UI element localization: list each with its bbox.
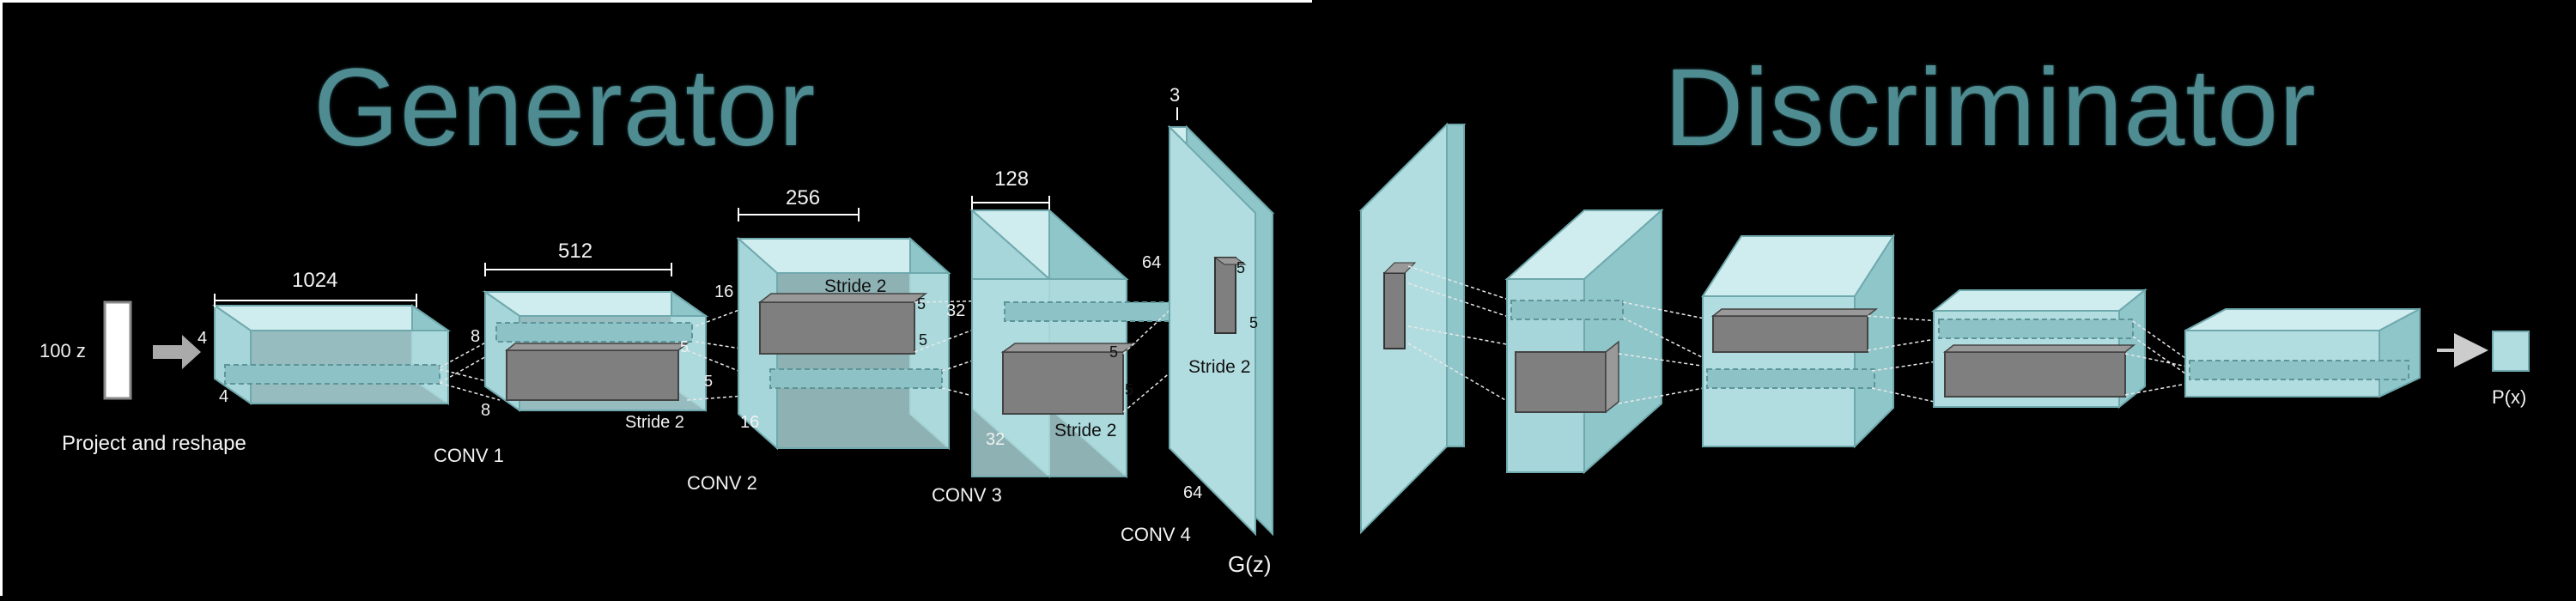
disc-input-image [1358,122,1467,535]
project-arrow-icon [153,335,201,369]
generator-title: Generator [313,46,817,169]
gen-output-label: G(z) [1228,551,1272,577]
disc-output-unit [2492,331,2530,372]
gen1-width-label: 1024 [292,269,337,292]
gen-volume-2 [482,290,709,412]
z-vector [103,300,132,400]
gen4-kernel-1: 5 [1109,343,1118,361]
gen-volume-4 [969,208,1177,479]
gen3-side-b: 16 [740,413,759,432]
generator-frame [0,0,1312,596]
gen3-conv-label: CONV 2 [687,472,757,494]
gen5-side-a: 64 [1142,253,1161,272]
disc-volume-4 [2184,307,2421,398]
gen3-kernel-2: 5 [919,331,927,349]
gen3-width-label: 256 [786,186,820,209]
gen-output-image [1167,124,1275,537]
gen4-side-a: 32 [946,301,965,320]
gen5-kernel-2: 5 [1249,314,1258,331]
disc-volume-1 [1504,208,1664,475]
disc-volume-3 [1931,288,2148,410]
project-label: Project and reshape [62,432,246,455]
discriminator-title: Discriminator [1664,46,2317,169]
gen4-side-b: 32 [986,430,1005,449]
gen2-side-a: 8 [471,327,480,346]
gen5-kernel-1: 5 [1236,259,1245,276]
gen5-width-label: 3 [1170,84,1180,106]
z-label: 100 z [39,340,86,361]
gen4-stride: Stride 2 [1054,421,1116,440]
gen2-width-label: 512 [558,240,592,263]
gen2-stride: Stride 2 [625,413,684,432]
gen4-kernel-2: 5 [1125,381,1133,398]
gen5-conv-label: CONV 4 [1121,524,1191,545]
gen-volume-1 [211,304,452,405]
gen3-kernel-1: 5 [917,295,926,313]
gen2-conv-label: CONV 1 [434,445,504,466]
disc-connector-3 [1867,315,1943,404]
disc-connector-4 [2124,320,2192,396]
gen2-kernel-1: 5 [680,338,689,355]
gen1-side-b: 4 [219,387,228,406]
gen5-stride: Stride 2 [1188,357,1250,377]
gen3-side-a: 16 [714,282,733,301]
disc-output-label: P(x) [2492,386,2526,408]
gen4-conv-label: CONV 3 [932,484,1002,506]
gen5-side-b: 64 [1183,483,1202,502]
disc-connector-1 [1407,265,1512,404]
gen2-side-b: 8 [481,401,490,420]
gen3-stride: Stride 2 [824,276,886,296]
gen1-side-a: 4 [197,329,207,348]
gen4-width-label: 128 [994,167,1029,191]
disc-connector-2 [1618,301,1714,404]
gen2-kernel-2: 5 [704,373,713,390]
disc-volume-2 [1701,233,1895,449]
gen-volume-3 [736,236,951,451]
